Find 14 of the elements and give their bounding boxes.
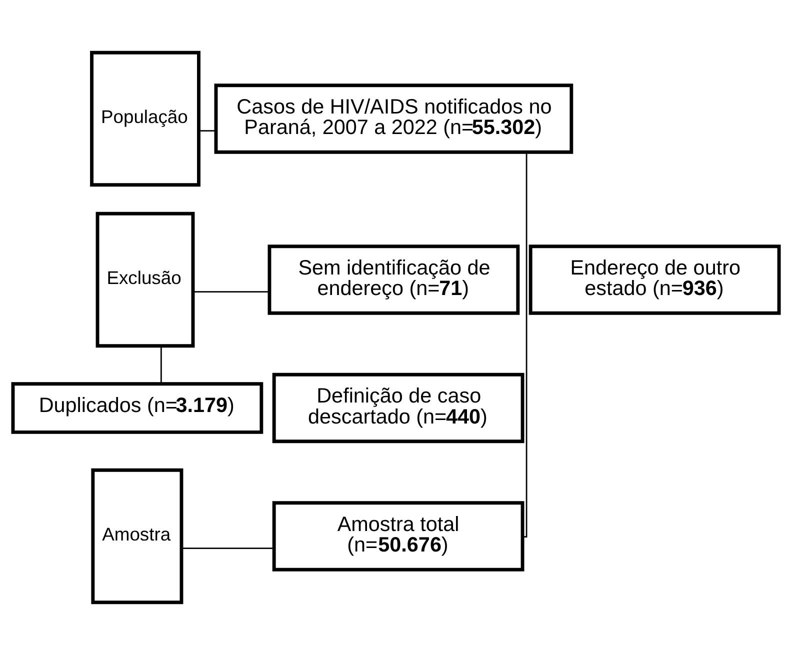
node-box: Amostra total (n=50.676) xyxy=(272,501,524,572)
node-box: Amostra xyxy=(91,468,184,604)
connector xyxy=(182,548,274,550)
node-box: População xyxy=(90,50,200,187)
connector xyxy=(522,152,528,538)
connector xyxy=(160,346,162,384)
node-box: Definição de caso descartado (n=440) xyxy=(272,372,524,444)
connector xyxy=(198,130,216,132)
node-box: Exclusão xyxy=(96,212,195,348)
node-box: Casos de HIV/AIDS notificados no Paraná, 2007 a 2022 (n=55.302) xyxy=(214,84,574,154)
node-box: Endereço de outro estado (n=936) xyxy=(528,244,781,315)
node-box: Duplicados (n=3.179) xyxy=(11,382,264,434)
node-box: Sem identificação de endereço (n=71) xyxy=(268,244,520,315)
connector xyxy=(193,291,270,293)
